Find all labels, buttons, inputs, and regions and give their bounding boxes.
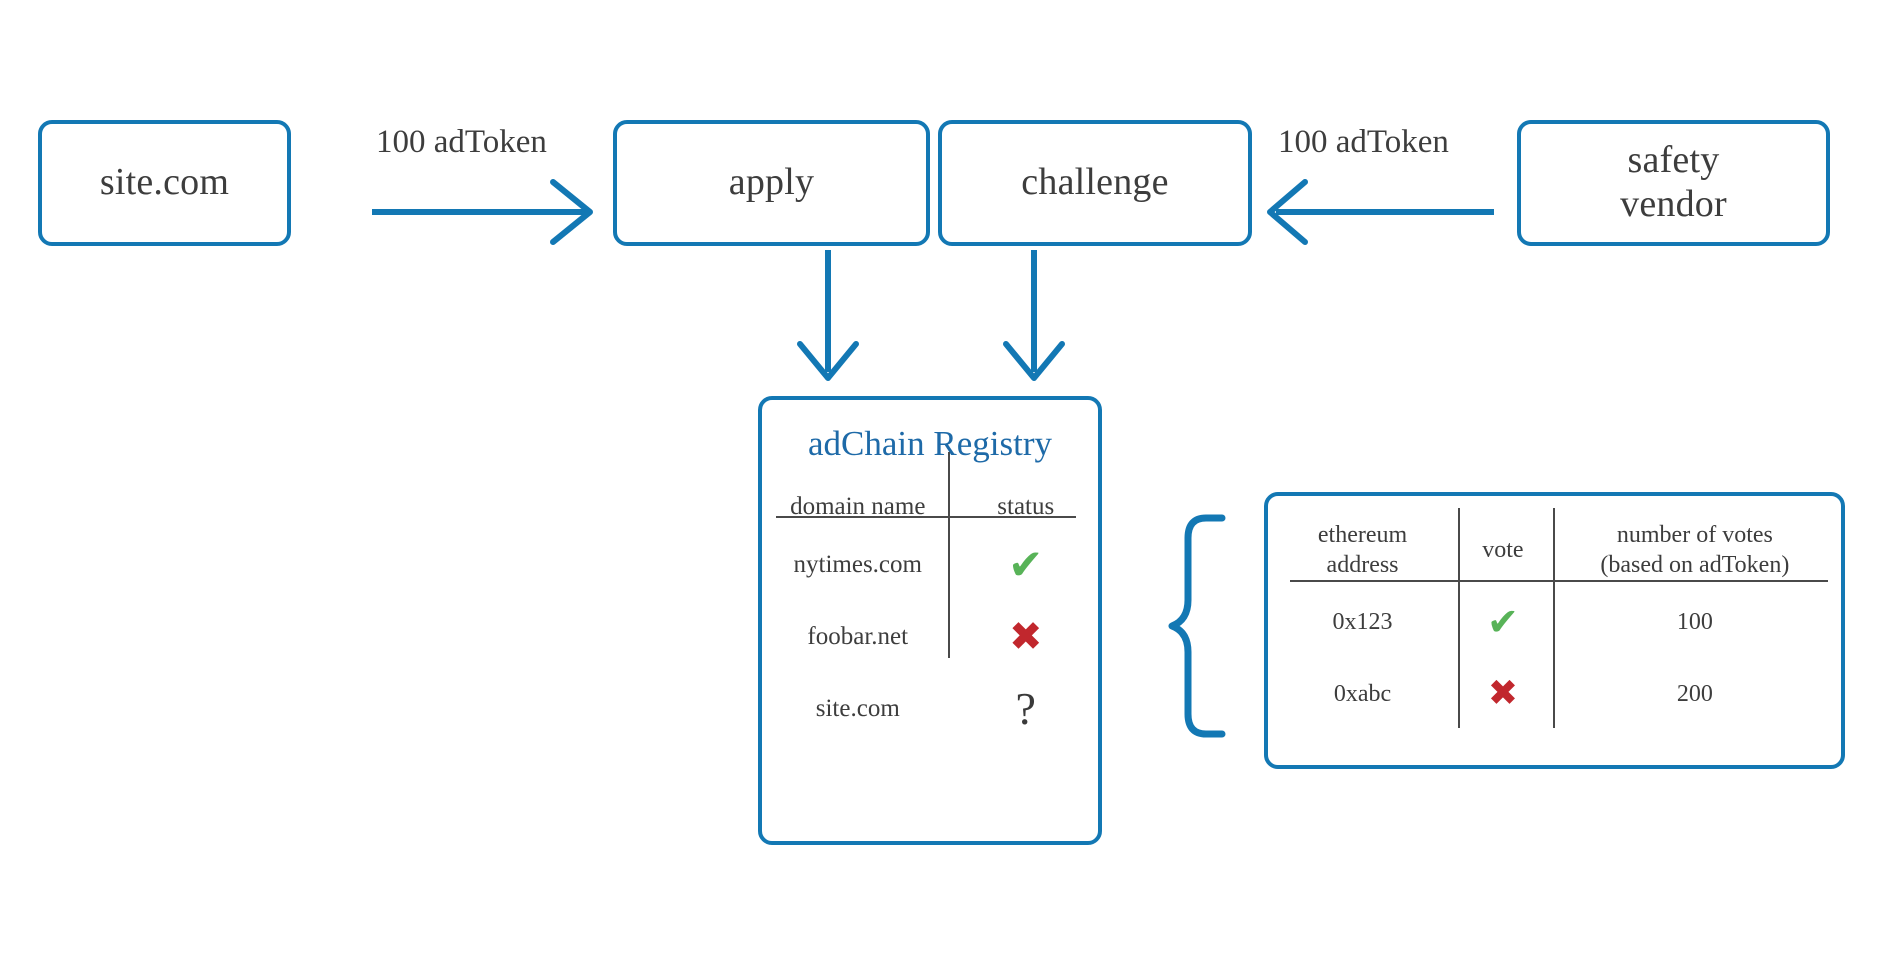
votes-cell-vote: ✔ bbox=[1457, 586, 1549, 658]
table-row[interactable]: nytimes.com ✔ bbox=[762, 529, 1098, 601]
registry-title: adChain Registry bbox=[808, 424, 1052, 463]
registry-col-domain-name: domain name bbox=[790, 493, 926, 520]
registry-cell-status: ? bbox=[954, 673, 1098, 745]
votes-header-rule bbox=[1290, 580, 1828, 582]
registry-col-status: status bbox=[997, 493, 1055, 520]
node-challenge[interactable]: challenge bbox=[938, 120, 1252, 246]
edge-label-vendor-to-challenge: 100 adToken bbox=[1278, 124, 1449, 160]
votes-table: ethereum address vote number of votes (b… bbox=[1268, 514, 1841, 730]
check-icon: ✔ bbox=[1486, 599, 1519, 644]
registry-cell-domain: foobar.net bbox=[807, 623, 909, 650]
votes-cell-address: 0xabc bbox=[1333, 680, 1392, 707]
node-apply[interactable]: apply bbox=[613, 120, 930, 246]
votes-header-row: ethereum address vote number of votes (b… bbox=[1268, 514, 1841, 586]
question-mark-icon: ? bbox=[1015, 683, 1036, 734]
registry-column-divider bbox=[948, 452, 950, 658]
registry-cell-status: ✖ bbox=[954, 601, 1098, 673]
votes-col-number-line2: (based on adToken) bbox=[1600, 552, 1790, 578]
votes-column-divider-1 bbox=[1458, 508, 1460, 728]
table-row[interactable]: site.com ? bbox=[762, 673, 1098, 745]
votes-col-number-line1: number of votes bbox=[1616, 522, 1773, 548]
table-row[interactable]: 0xabc ✖ 200 bbox=[1268, 658, 1841, 730]
card-vote-breakdown: ethereum address vote number of votes (b… bbox=[1264, 492, 1845, 769]
table-row[interactable]: foobar.net ✖ bbox=[762, 601, 1098, 673]
cross-icon: ✖ bbox=[1487, 673, 1518, 714]
table-row[interactable]: 0x123 ✔ 100 bbox=[1268, 586, 1841, 658]
arrow-apply-to-registry bbox=[797, 250, 859, 381]
node-challenge-label: challenge bbox=[1021, 161, 1169, 204]
registry-header-rule bbox=[776, 516, 1076, 518]
node-safety-vendor[interactable]: safety vendor bbox=[1517, 120, 1830, 246]
registry-table: domain name status nytimes.com ✔ foobar.… bbox=[762, 485, 1098, 745]
node-site-label: site.com bbox=[99, 161, 230, 204]
votes-cell-count: 200 bbox=[1676, 680, 1713, 707]
node-safety-vendor-line1: safety bbox=[1627, 139, 1720, 182]
votes-col-ethereum-address: ethereum address bbox=[1268, 514, 1457, 586]
votes-column-divider-2 bbox=[1553, 508, 1555, 728]
registry-cell-domain: nytimes.com bbox=[793, 551, 922, 578]
edge-label-site-to-apply: 100 adToken bbox=[376, 124, 547, 160]
votes-col-address-line2: address bbox=[1326, 552, 1399, 578]
cross-icon: ✖ bbox=[1009, 614, 1043, 660]
arrow-vendor-to-challenge bbox=[1267, 179, 1494, 245]
registry-cell-status: ✔ bbox=[954, 529, 1098, 601]
votes-col-address-line1: ethereum bbox=[1317, 522, 1408, 548]
node-apply-label: apply bbox=[728, 161, 815, 204]
arrow-site-to-apply bbox=[372, 179, 593, 245]
votes-cell-address: 0x123 bbox=[1332, 608, 1393, 635]
votes-col-number-of-votes: number of votes (based on adToken) bbox=[1549, 514, 1841, 586]
check-icon: ✔ bbox=[1008, 540, 1044, 589]
votes-cell-count: 100 bbox=[1676, 608, 1713, 635]
votes-cell-vote: ✖ bbox=[1457, 658, 1549, 730]
curly-brace-connector bbox=[1168, 514, 1226, 738]
votes-col-vote: vote bbox=[1482, 537, 1524, 563]
node-safety-vendor-label: safety vendor bbox=[1620, 139, 1727, 226]
arrow-challenge-to-registry bbox=[1003, 250, 1065, 381]
node-site[interactable]: site.com bbox=[38, 120, 291, 246]
registry-cell-domain: site.com bbox=[815, 695, 900, 722]
node-safety-vendor-line2: vendor bbox=[1620, 183, 1727, 225]
registry-header-row: domain name status bbox=[762, 485, 1098, 529]
card-adchain-registry: adChain Registry domain name status nyti… bbox=[758, 396, 1102, 845]
